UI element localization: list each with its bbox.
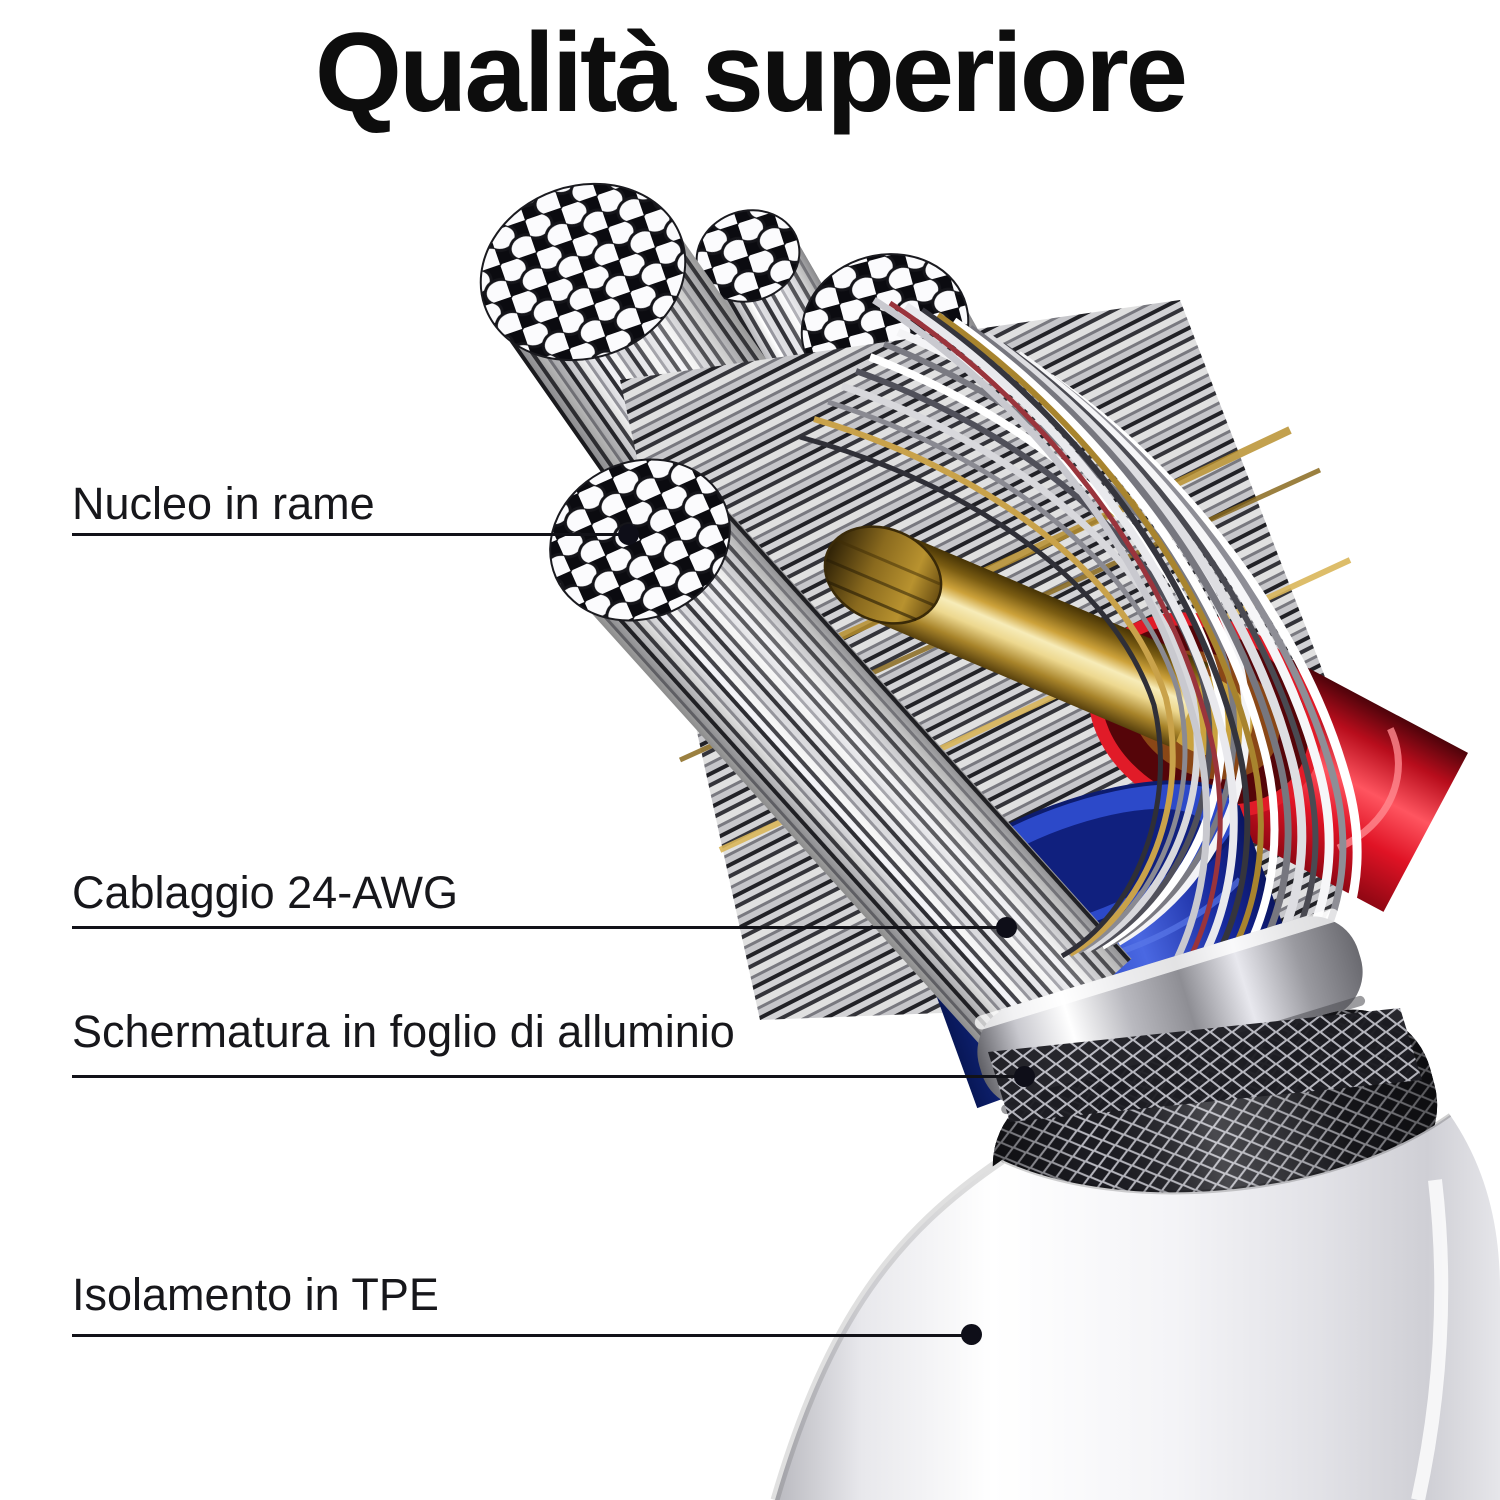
leader-line-awg-wiring: [72, 926, 1006, 929]
leader-line-tpe-jacket: [72, 1334, 971, 1337]
leader-dot-foil-shield: [1014, 1066, 1035, 1087]
leader-dot-tpe-jacket: [961, 1324, 982, 1345]
braid-ragged-edge: [988, 1008, 1422, 1122]
label-awg-wiring: Cablaggio 24-AWG: [72, 867, 459, 918]
label-copper-core: Nucleo in rame: [72, 478, 375, 529]
label-tpe-jacket: Isolamento in TPE: [72, 1269, 439, 1320]
tpe-jacket: [770, 1113, 1500, 1500]
leader-dot-awg-wiring: [996, 917, 1017, 938]
page-title: Qualità superiore: [314, 10, 1188, 135]
label-foil-shield: Schermatura in foglio di alluminio: [72, 1006, 735, 1057]
leader-line-copper-core: [72, 533, 630, 536]
gold-conductor-rod: [823, 525, 1210, 749]
strand-bundle-core: [549, 458, 1132, 1073]
leader-line-foil-shield: [72, 1075, 1024, 1078]
leader-dot-copper-core: [618, 524, 639, 545]
